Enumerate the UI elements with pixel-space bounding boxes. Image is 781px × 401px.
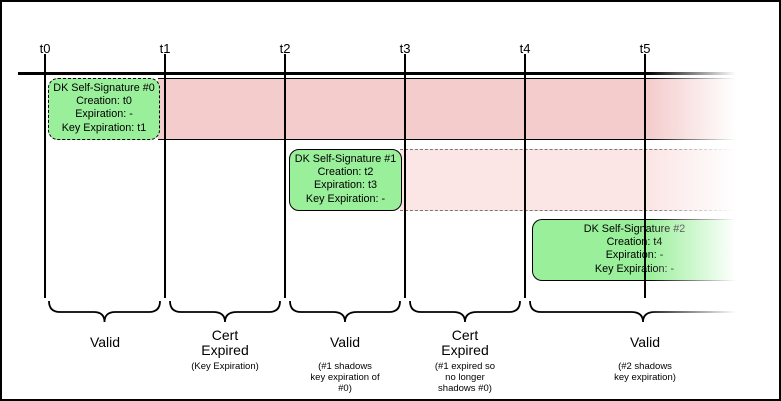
segment-5-note: (#2 shadows key expiration) xyxy=(614,361,676,383)
segment-4-note: (#1 expired so no longer shadows #0) xyxy=(434,361,496,394)
tick-label-t2: t2 xyxy=(279,41,291,56)
self-signature-1-box: DK Self-Signature #1 Creation: t2 Expira… xyxy=(289,149,402,211)
timeline-axis xyxy=(18,72,755,75)
tick-label-t0: t0 xyxy=(39,41,51,56)
segment-1-label: Valid xyxy=(15,328,195,361)
brace-segment-3 xyxy=(289,300,401,323)
tick-line-t2 xyxy=(284,54,286,298)
segment-2-label: Cert Expired (Key Expiration) xyxy=(135,328,315,372)
right-fade-overlay xyxy=(648,3,777,333)
brace-segment-2 xyxy=(169,300,281,323)
segment-4-title: Cert Expired xyxy=(441,327,489,358)
segment-5-title: Valid xyxy=(629,334,661,351)
segment-5-label: Valid (#2 shadows key expiration) xyxy=(555,328,735,383)
tick-line-t1 xyxy=(164,54,166,298)
self-signature-0-box: DK Self-Signature #0 Creation: t0 Expira… xyxy=(48,78,160,140)
tick-line-t4 xyxy=(524,54,526,298)
segment-2-note: (Key Expiration) xyxy=(191,361,259,372)
segment-3-title: Valid xyxy=(329,334,361,351)
tick-label-t1: t1 xyxy=(159,41,171,56)
brace-segment-4 xyxy=(409,300,521,323)
segment-3-label: Valid (#1 shadows key expiration of #0) xyxy=(255,328,435,394)
tick-label-t3: t3 xyxy=(399,41,411,56)
tick-line-t3 xyxy=(404,54,406,298)
segment-2-title: Cert Expired xyxy=(201,327,249,358)
brace-segment-1 xyxy=(48,300,161,323)
tick-line-t0 xyxy=(44,54,46,298)
tick-label-t5: t5 xyxy=(639,41,651,56)
segment-1-title: Valid xyxy=(89,334,121,351)
segment-4-label: Cert Expired (#1 expired so no longer sh… xyxy=(375,328,555,394)
tick-label-t4: t4 xyxy=(519,41,531,56)
tick-line-t5 xyxy=(644,54,646,298)
segment-3-note: (#1 shadows key expiration of #0) xyxy=(310,361,380,394)
